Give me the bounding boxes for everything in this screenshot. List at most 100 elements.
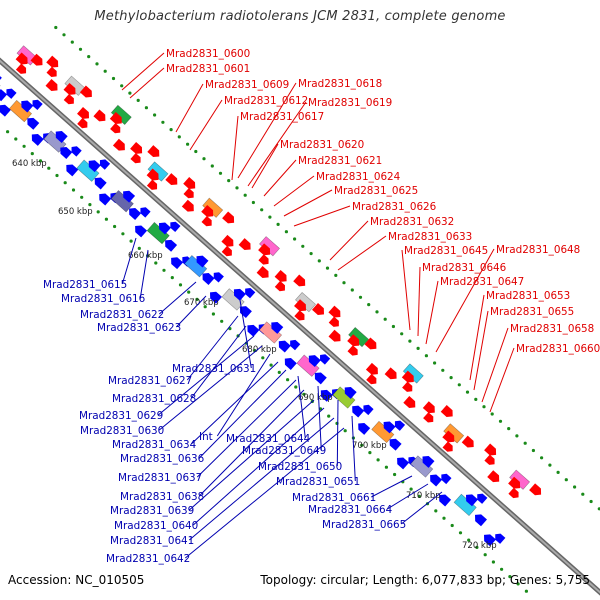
tick-dot <box>368 451 372 455</box>
gene-label-top: Mrad2831_0624 <box>316 171 401 183</box>
forward-gene-arrow <box>238 238 251 251</box>
tick-dot <box>170 276 174 280</box>
tick-dot <box>376 458 380 462</box>
reverse-gene-arrow <box>88 160 101 173</box>
tick-dot <box>491 560 495 564</box>
gene-label-bottom: Mrad2831_0636 <box>120 453 204 465</box>
reverse-gene-arrow <box>441 473 452 485</box>
gene-label-bottom: Mrad2831_0649 <box>242 445 326 457</box>
forward-gene-arrow <box>293 274 306 287</box>
tick-dot <box>62 33 66 37</box>
forward-gene-arrow <box>46 66 57 77</box>
tick-dot <box>55 173 59 178</box>
forward-gene-arrow <box>146 168 159 181</box>
forward-gene-arrow <box>422 401 435 414</box>
forward-gene-arrow <box>256 266 269 278</box>
tick-dot <box>327 414 331 418</box>
gene-label-bottom: Mrad2831_0641 <box>110 535 194 547</box>
tick-dot <box>556 470 560 474</box>
reverse-gene-arrow <box>320 389 333 402</box>
tick-dot <box>210 164 214 168</box>
tick-dot <box>261 356 265 360</box>
scale-label: 660 kbp <box>128 251 163 261</box>
leader-line-top <box>121 52 165 91</box>
reverse-gene-arrow <box>129 208 142 220</box>
tick-dot <box>113 224 117 229</box>
tick-dot <box>325 266 330 270</box>
forward-gene-arrow <box>508 476 521 489</box>
gene-label-bottom: Mrad2831_0629 <box>79 410 163 422</box>
scale-label: 710 kbp <box>406 491 441 501</box>
gene-label-bottom: Mrad2831_0651 <box>276 476 360 488</box>
gene-label-bottom: Mrad2831_0650 <box>258 461 342 473</box>
leader-line-top <box>237 82 297 179</box>
reverse-gene-arrow <box>233 288 246 301</box>
tick-dot <box>467 538 471 542</box>
tick-dot <box>218 171 223 175</box>
tick-dot <box>483 553 487 557</box>
gene-label-top: Mrad2831_0601 <box>166 63 250 75</box>
tick-dot <box>144 106 148 110</box>
gene-label-bottom: Mrad2831_0630 <box>80 425 164 437</box>
scale-label: 670 kbp <box>184 298 219 308</box>
reverse-gene-arrow <box>430 474 443 487</box>
gene-label-top: Mrad2831_0653 <box>486 290 570 302</box>
tick-dot <box>128 91 132 95</box>
forward-gene-arrow <box>423 412 434 423</box>
leader-line-top <box>481 327 509 403</box>
tick-dot <box>450 523 454 528</box>
tick-dot <box>277 370 281 374</box>
forward-gene-arrow <box>440 405 453 417</box>
forward-gene-arrow <box>109 112 122 124</box>
forward-gene-arrow <box>77 106 89 119</box>
leader-line-bottom <box>188 417 335 541</box>
tick-dot <box>284 230 288 234</box>
tick-dot <box>309 252 313 256</box>
reverse-gene-arrow <box>352 405 365 418</box>
tick-dot <box>465 390 470 394</box>
reverse-gene-arrow <box>397 457 410 470</box>
tick-dot <box>120 84 124 88</box>
gene-label-top: Mrad2831_0620 <box>280 139 364 151</box>
tick-dot <box>111 76 116 81</box>
reverse-gene-arrow <box>21 100 34 113</box>
tick-dot <box>358 295 363 299</box>
tick-dot <box>137 246 141 250</box>
gene-label-top: Mrad2831_0625 <box>334 185 418 197</box>
scale-label: 690 kbp <box>298 393 333 403</box>
tick-dot <box>71 188 76 192</box>
reverse-gene-arrow <box>99 193 112 206</box>
leader-line-top <box>247 101 307 187</box>
forward-gene-arrow <box>347 334 360 347</box>
forward-gene-arrow <box>347 345 358 356</box>
tick-dot <box>80 195 84 199</box>
gene-label-bottom: Mrad2831_0638 <box>120 491 204 503</box>
reverse-gene-arrow <box>358 422 371 435</box>
leader-line-bottom <box>196 379 297 478</box>
gene-label-bottom: Mrad2831_0665 <box>322 519 406 531</box>
gene-label-bottom: Mrad2831_0644 <box>226 433 311 445</box>
reverse-gene-arrow <box>389 438 402 451</box>
tick-dot <box>269 363 273 367</box>
gene-label-bottom: Mrad2831_0637 <box>118 472 202 484</box>
tick-dot <box>343 429 347 433</box>
tick-dot <box>220 319 224 323</box>
gene-label-top: Mrad2831_0619 <box>308 97 392 109</box>
forward-gene-arrow <box>365 362 378 375</box>
forward-gene-arrow <box>294 310 305 321</box>
tick-dot <box>417 494 421 498</box>
forward-gene-arrow <box>147 145 160 158</box>
leader-line-top <box>231 115 239 181</box>
forward-gene-arrow <box>312 303 324 315</box>
reverse-gene-arrow <box>165 239 178 252</box>
tick-dot <box>154 261 158 265</box>
tick-dot <box>531 448 536 453</box>
tick-dot <box>63 181 67 185</box>
tick-dot <box>136 98 140 102</box>
tick-dot <box>474 397 478 401</box>
reverse-gene-arrow <box>344 386 357 399</box>
tick-dot <box>391 324 395 329</box>
leader-line-top <box>489 347 515 413</box>
tick-dot <box>384 465 388 469</box>
tick-dot <box>95 62 99 66</box>
